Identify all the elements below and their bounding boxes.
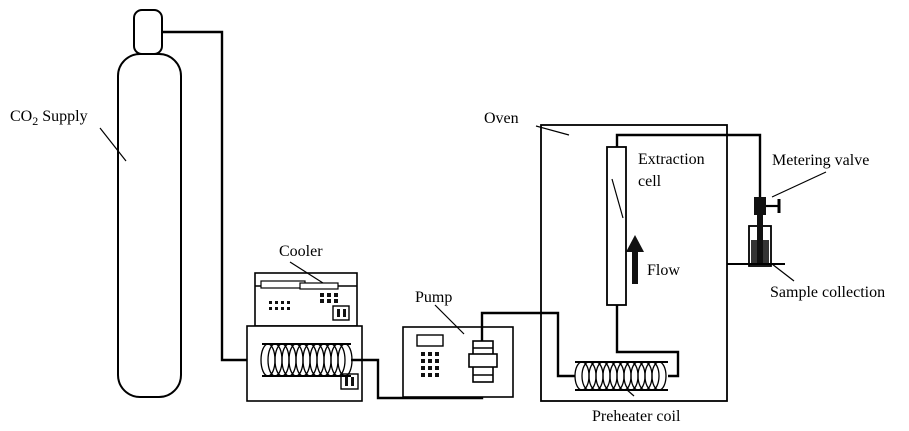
co2-supply-label: CO2 Supply [10,108,88,129]
oven-label: Oven [484,110,519,127]
sample-collection-vial [727,215,785,267]
extraction-cell-label-line1: Extraction [638,151,705,168]
sample-collection-label: Sample collection [770,284,886,301]
tubing-pump-to-preheater [480,311,575,378]
tubing-preheater-to-cell [615,305,680,378]
tubing-cell-to-valve [615,133,762,198]
cooler-unit [254,272,358,327]
flow-arrow [626,235,644,284]
leader-lines [99,125,827,397]
co2-cylinder [117,9,182,398]
cooler-bath [246,325,363,402]
flow-label: Flow [647,262,680,279]
pump-unit [402,326,514,398]
metering-valve [754,197,781,215]
extraction-cell [606,146,627,306]
preheater-coil-label: Preheater coil [592,408,681,425]
cooler-coil [260,343,353,377]
tubing-cylinder-to-cooler [162,30,262,362]
cooler-keypad [269,293,338,310]
pump-head [468,340,498,383]
preheater-coil [574,361,668,391]
metering-valve-label: Metering valve [772,152,870,169]
pump-keypad [421,352,439,377]
cooler-label: Cooler [279,243,323,260]
extraction-cell-label-line2: cell [638,173,662,190]
pump-label: Pump [415,289,453,306]
